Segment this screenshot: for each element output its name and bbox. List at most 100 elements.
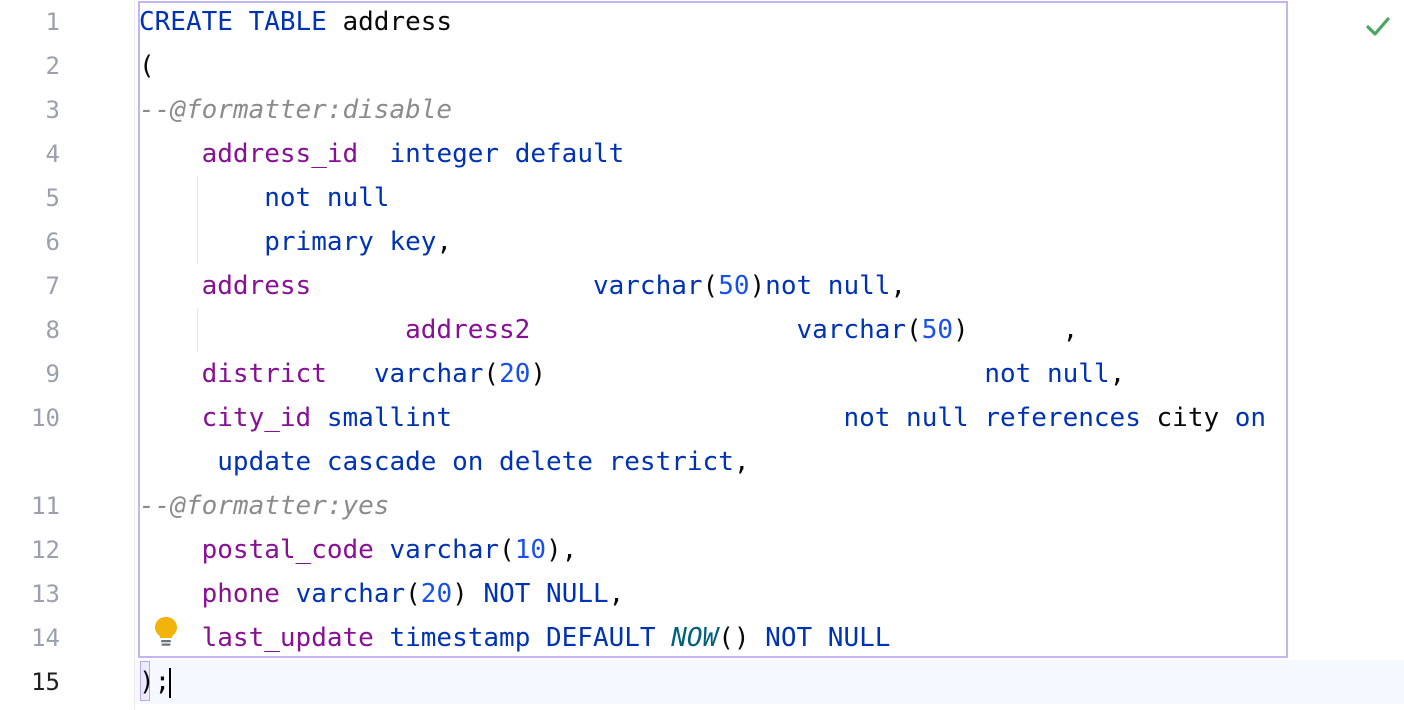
line-number[interactable]: 6 <box>45 228 60 256</box>
code-line[interactable]: address_id integer default <box>139 132 625 176</box>
code-token: not null <box>765 271 891 301</box>
code-line[interactable]: --@formatter:disable <box>139 88 452 132</box>
code-token: timestamp DEFAULT <box>389 623 656 653</box>
code-line[interactable]: update cascade on delete restrict, <box>139 440 750 484</box>
line-number[interactable]: 9 <box>45 360 60 388</box>
checkmark-icon[interactable] <box>1364 12 1392 40</box>
code-token <box>452 403 843 433</box>
code-token: 20 <box>420 579 453 609</box>
code-token: --@formatter:disable <box>139 95 453 125</box>
line-number[interactable]: 15 <box>31 668 60 696</box>
code-token: on <box>1234 403 1267 433</box>
current-line-highlight <box>0 660 1404 704</box>
code-token: ( <box>405 579 421 609</box>
line-number[interactable]: 10 <box>31 404 60 432</box>
code-token: --@formatter:yes <box>139 491 390 521</box>
code-token: , <box>890 271 907 301</box>
code-token <box>139 359 202 389</box>
indent-guide <box>197 308 198 352</box>
code-line[interactable]: CREATE TABLE address <box>139 0 452 44</box>
code-token: varchar <box>592 271 703 301</box>
code-token: NOW <box>671 623 719 653</box>
code-token: address2 <box>405 315 531 345</box>
code-token: 50 <box>718 271 750 301</box>
code-line[interactable]: not null <box>139 176 389 220</box>
code-token <box>139 579 202 609</box>
code-token: not null references <box>843 403 1141 433</box>
code-token <box>280 579 296 609</box>
code-line[interactable]: phone varchar(20) NOT NULL, <box>139 572 625 616</box>
code-line[interactable]: last_update timestamp DEFAULT NOW() NOT … <box>139 616 891 660</box>
code-token: 20 <box>499 359 531 389</box>
code-token: city <box>1140 403 1235 433</box>
code-token <box>139 139 202 169</box>
code-token: 10 <box>514 535 547 565</box>
lightbulb-icon[interactable] <box>152 615 180 649</box>
code-token: ) <box>452 579 484 609</box>
code-token <box>530 315 796 345</box>
code-token: not null <box>264 183 390 213</box>
code-token: ) , <box>953 315 1079 345</box>
line-number[interactable]: 4 <box>45 140 60 168</box>
code-token: postal_code <box>201 535 374 565</box>
code-token: address_id <box>201 139 359 169</box>
code-token <box>311 403 327 433</box>
code-token <box>139 403 202 433</box>
code-token: ) <box>749 271 766 301</box>
code-token: ( <box>483 359 500 389</box>
code-token: varchar <box>295 579 406 609</box>
line-number[interactable]: 13 <box>31 580 60 608</box>
text-cursor <box>169 668 171 698</box>
code-token: update cascade on delete restrict <box>217 447 734 477</box>
line-number[interactable]: 1 <box>45 8 60 36</box>
code-token: ); <box>139 667 171 697</box>
line-number[interactable]: 3 <box>45 96 60 124</box>
code-line[interactable]: ( <box>139 44 155 88</box>
code-line[interactable]: postal_code varchar(10), <box>139 528 578 572</box>
code-token: ( <box>906 315 922 345</box>
code-token: ) <box>530 359 985 389</box>
code-token <box>139 535 202 565</box>
line-number[interactable]: 8 <box>45 316 60 344</box>
code-token <box>139 183 264 213</box>
code-token: () <box>718 623 766 653</box>
code-token <box>139 271 202 301</box>
line-number[interactable]: 11 <box>31 492 60 520</box>
code-token <box>327 359 374 389</box>
matching-brace-highlight <box>140 661 150 701</box>
code-token <box>358 139 389 169</box>
code-token: NOT NULL <box>483 579 609 609</box>
code-token: phone <box>201 579 280 609</box>
code-line[interactable]: address2 varchar(50) , <box>139 308 1078 352</box>
code-token: varchar <box>796 315 907 345</box>
code-token <box>656 623 672 653</box>
code-line[interactable]: city_id smallint not null references cit… <box>139 396 1266 440</box>
indent-guide <box>197 176 198 264</box>
code-token: , <box>1109 359 1126 389</box>
line-number[interactable]: 7 <box>45 272 60 300</box>
code-line[interactable]: address varchar(50)not null, <box>139 264 906 308</box>
line-number[interactable]: 5 <box>45 184 60 212</box>
line-number[interactable]: 14 <box>31 624 60 652</box>
line-number[interactable]: 2 <box>45 52 60 80</box>
code-token: address <box>326 7 453 37</box>
code-token: , <box>436 227 453 257</box>
code-token: CREATE TABLE <box>139 7 327 37</box>
code-token: ), <box>546 535 578 565</box>
code-line[interactable]: district varchar(20) not null, <box>139 352 1126 396</box>
code-line[interactable]: ); <box>139 660 170 704</box>
line-number[interactable]: 12 <box>31 536 60 564</box>
code-token <box>139 447 217 477</box>
code-token: , <box>733 447 750 477</box>
code-token: , <box>608 579 625 609</box>
code-token <box>139 315 405 345</box>
code-token <box>311 271 593 301</box>
code-line[interactable]: primary key, <box>139 220 452 264</box>
code-token: primary key <box>264 227 437 257</box>
code-token: ( <box>499 535 515 565</box>
code-token: varchar <box>373 359 484 389</box>
code-line[interactable]: --@formatter:yes <box>139 484 389 528</box>
code-token: ( <box>139 51 155 81</box>
